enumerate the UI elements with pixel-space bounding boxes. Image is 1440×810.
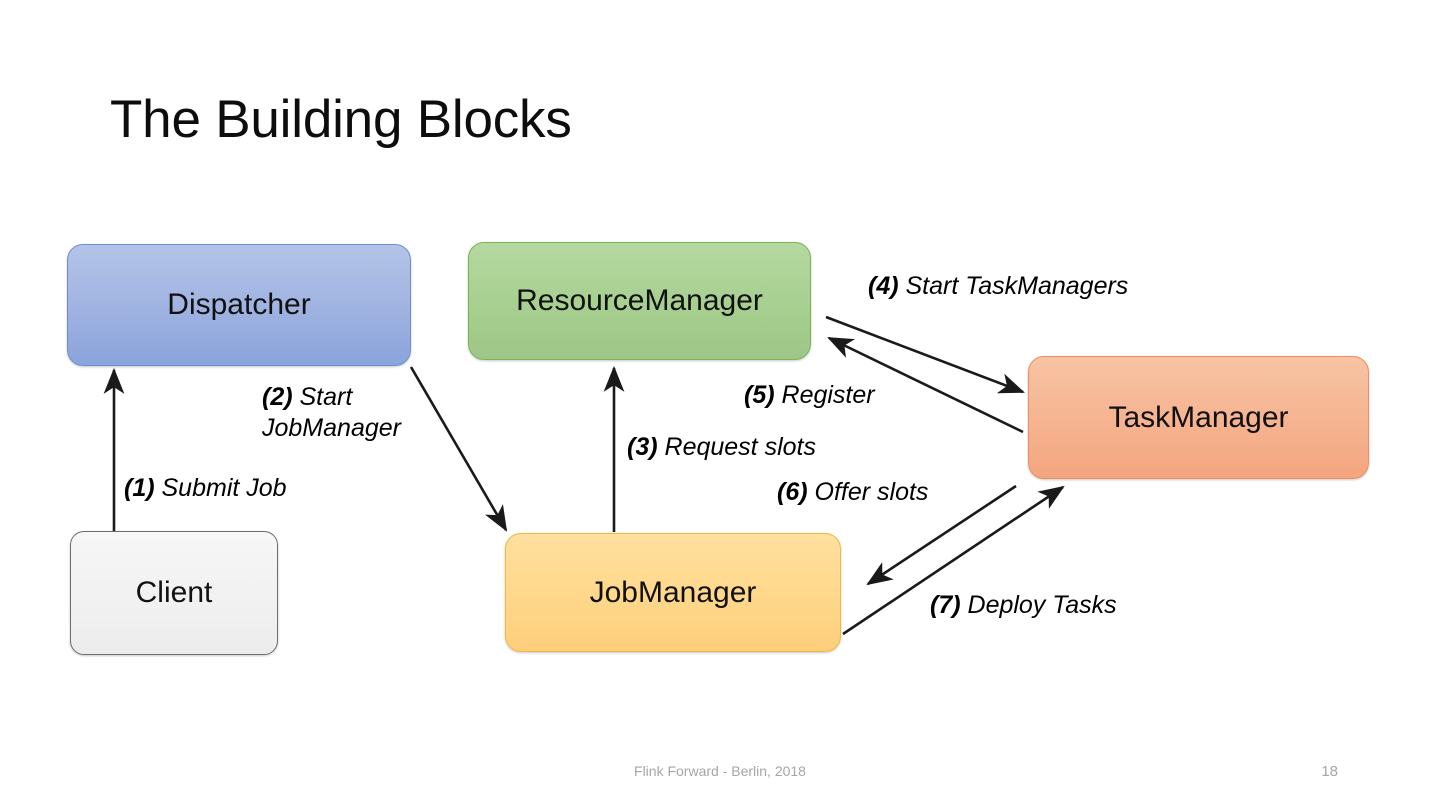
node-jobmanager-label: JobManager <box>589 575 757 609</box>
node-dispatcher-label: Dispatcher <box>167 288 311 321</box>
edge-text-6: Offer slots <box>807 478 929 506</box>
edge-label-request-slots: (3) Request slots <box>627 432 816 463</box>
node-resourcemanager-label: ResourceManager <box>516 284 763 317</box>
page-title: The Building Blocks <box>110 90 572 149</box>
edge-number-3: (3) <box>627 433 658 461</box>
edge-label-start-taskmanagers: (4) Start TaskManagers <box>868 271 1128 302</box>
edge-number-1: (1) <box>124 474 155 502</box>
edge-text-7: Deploy Tasks <box>960 591 1117 619</box>
edge-label-deploy-tasks: (7) Deploy Tasks <box>930 590 1117 621</box>
node-jobmanager[interactable]: JobManager <box>505 533 841 652</box>
edge-label-start-jobmanager: (2) Start JobManager <box>262 382 462 443</box>
node-client[interactable]: Client <box>70 531 278 655</box>
edge-text-4: Start TaskManagers <box>898 272 1129 300</box>
edge-number-7: (7) <box>930 591 961 619</box>
edge-text-5: Register <box>774 381 875 409</box>
page-number: 18 <box>1321 763 1338 780</box>
edge-text-2: Start JobManager <box>262 383 401 442</box>
edge-label-register: (5) Register <box>744 380 875 411</box>
edge-text-1: Submit Job <box>154 474 287 502</box>
node-resourcemanager[interactable]: ResourceManager <box>468 242 811 360</box>
edge-text-3: Request slots <box>657 433 816 461</box>
edge-number-4: (4) <box>868 272 899 300</box>
edge-label-submit-job: (1) Submit Job <box>124 473 287 504</box>
node-taskmanager[interactable]: TaskManager <box>1028 356 1369 479</box>
edge-number-2: (2) <box>262 383 293 411</box>
node-taskmanager-label: TaskManager <box>1108 400 1289 434</box>
edge-number-6: (6) <box>777 478 808 506</box>
footer-text: Flink Forward - Berlin, 2018 <box>634 763 806 779</box>
edge-label-offer-slots: (6) Offer slots <box>777 477 928 508</box>
edge-number-5: (5) <box>744 381 775 409</box>
node-dispatcher[interactable]: Dispatcher <box>67 244 411 366</box>
node-client-label: Client <box>135 576 213 609</box>
